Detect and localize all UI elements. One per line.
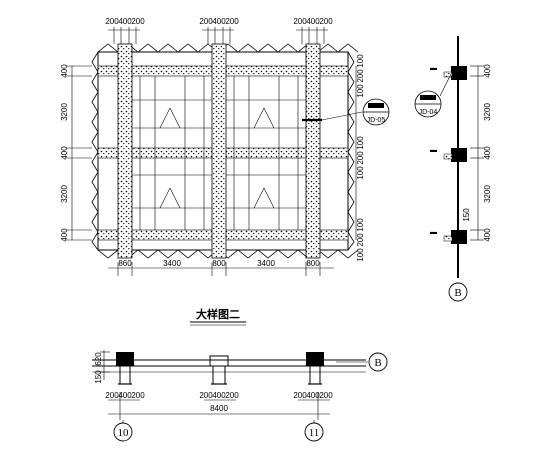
dim-label: 400 — [306, 17, 320, 26]
axis-label: B — [374, 357, 381, 369]
curtain-wall-bay — [226, 76, 306, 230]
callout-tag: JD-05 — [367, 117, 386, 124]
dim-label: 3200 — [483, 185, 492, 203]
dim-label: 200 — [199, 17, 213, 26]
dim-label: 3400 — [257, 259, 275, 268]
dim-label: 200 — [105, 17, 119, 26]
axis-bubble-11: 11 — [304, 420, 324, 442]
dim-label: 100 — [356, 84, 365, 98]
dim-label: 200 — [199, 391, 213, 400]
dim-label: 100 — [356, 218, 365, 232]
bottom-dimension-line — [108, 262, 334, 276]
section-right-dimensions: 400 3200 400 3200 400 150 — [462, 64, 492, 242]
dim-label: 200 — [319, 17, 333, 26]
detail-callout-jd04: JD-04 — [414, 71, 453, 118]
callout-tag: JD-04 — [419, 109, 438, 116]
axis-label: B — [454, 287, 461, 299]
dim-label: 100 — [356, 248, 365, 262]
plan-mullion — [209, 355, 229, 385]
axis-bubble-b-plan: B — [336, 352, 388, 372]
left-dimensions: 400 3200 400 3200 400 — [60, 64, 69, 242]
dim-label: 400 — [483, 64, 492, 78]
plan-column — [306, 352, 324, 385]
plan-left-dimension-line — [100, 350, 110, 380]
left-break-line — [91, 51, 99, 251]
dim-label: 400 — [212, 17, 226, 26]
dim-label: 620 — [94, 352, 103, 366]
plan-bottom-dims-col-3: 200 400 200 — [293, 391, 333, 400]
axis-bubble-10: 10 — [113, 420, 133, 442]
plan-left-dimensions: 620 150 — [94, 352, 103, 384]
dim-label: 400 — [212, 391, 226, 400]
dim-label: 3200 — [483, 103, 492, 121]
dim-label: 860 — [118, 259, 132, 268]
column — [211, 43, 227, 259]
top-dimensions-col-3: 200 400 200 — [293, 17, 333, 26]
node-mark: ▬ — [430, 229, 437, 236]
dim-label: 400 — [60, 64, 69, 78]
dim-label: 400 — [483, 146, 492, 160]
dim-label: 150 — [94, 370, 103, 384]
dim-label: 400 — [118, 391, 132, 400]
column — [305, 43, 321, 259]
dim-label: 200 — [356, 151, 365, 165]
dim-label: 3400 — [163, 259, 181, 268]
facade-elevation: 200 400 200 200 400 200 200 400 200 400 … — [60, 17, 390, 276]
top-dimensions-col-1: 200 400 200 — [105, 17, 145, 26]
dim-label: 400 — [483, 228, 492, 242]
dim-label: 400 — [118, 17, 132, 26]
plan-detail: 620 150 200 400 200 200 400 200 200 400 … — [92, 350, 388, 442]
axis-label: 11 — [309, 427, 320, 439]
detail-callout-jd05: JD-05 — [321, 98, 390, 126]
left-dimension-line — [66, 65, 92, 241]
dim-label: 3200 — [60, 185, 69, 203]
dim-label: 200 — [105, 391, 119, 400]
plan-bottom-dimension-line — [108, 392, 330, 420]
dim-label: 200 — [319, 391, 333, 400]
dim-label: 100 — [356, 166, 365, 180]
dim-label: 200 — [356, 233, 365, 247]
section-dimension-line — [470, 65, 484, 241]
total-dimension: 8400 — [210, 404, 228, 413]
slab-node: ▬ — [430, 65, 467, 80]
slab-node: ▬ — [430, 147, 467, 162]
dim-label: 200 — [293, 17, 307, 26]
right-dimensions-bottom: 100 200 100 — [356, 218, 365, 262]
dim-label: 200 — [293, 391, 307, 400]
top-dimensions-col-2: 200 400 200 — [199, 17, 239, 26]
dim-label: 200 — [225, 391, 239, 400]
dim-label: 150 — [462, 208, 471, 222]
dim-label: 200 — [356, 69, 365, 83]
right-dimensions-middle: 100 200 100 — [356, 136, 365, 180]
bottom-dimensions: 860 3400 800 3400 800 — [118, 259, 320, 268]
column — [117, 43, 133, 259]
curtain-wall-bay — [132, 76, 212, 230]
node-mark: ▬ — [430, 147, 437, 154]
dim-label: 200 — [131, 17, 145, 26]
slab-node: ▬ — [430, 229, 467, 244]
axis-label: 10 — [118, 427, 130, 439]
dim-label: 3200 — [60, 103, 69, 121]
dim-label: 400 — [60, 228, 69, 242]
dim-label: 200 — [131, 391, 145, 400]
axis-bubble-b: B — [448, 282, 468, 302]
top-dimension-line — [108, 27, 328, 44]
dim-label: 400 — [60, 146, 69, 160]
drawing-title: 大样图二 — [196, 307, 240, 321]
right-dimensions-top: 100 200 100 — [356, 54, 365, 98]
plan-bottom-dims-col-1: 200 400 200 — [105, 391, 145, 400]
plan-column — [116, 352, 134, 385]
dim-label: 100 — [356, 54, 365, 68]
right-break-line — [347, 51, 355, 251]
dim-label: 800 — [212, 259, 226, 268]
dim-label: 800 — [306, 259, 320, 268]
dim-label: 100 — [356, 136, 365, 150]
dim-label: 400 — [306, 391, 320, 400]
wall-section: ▬ ▬ ▬ JD-04 400 3200 — [414, 36, 492, 302]
node-mark: ▬ — [430, 65, 437, 72]
drawing-title-group: 大样图二 — [190, 307, 246, 326]
plan-bottom-dims-col-2: 200 400 200 — [199, 391, 239, 400]
dim-label: 200 — [225, 17, 239, 26]
